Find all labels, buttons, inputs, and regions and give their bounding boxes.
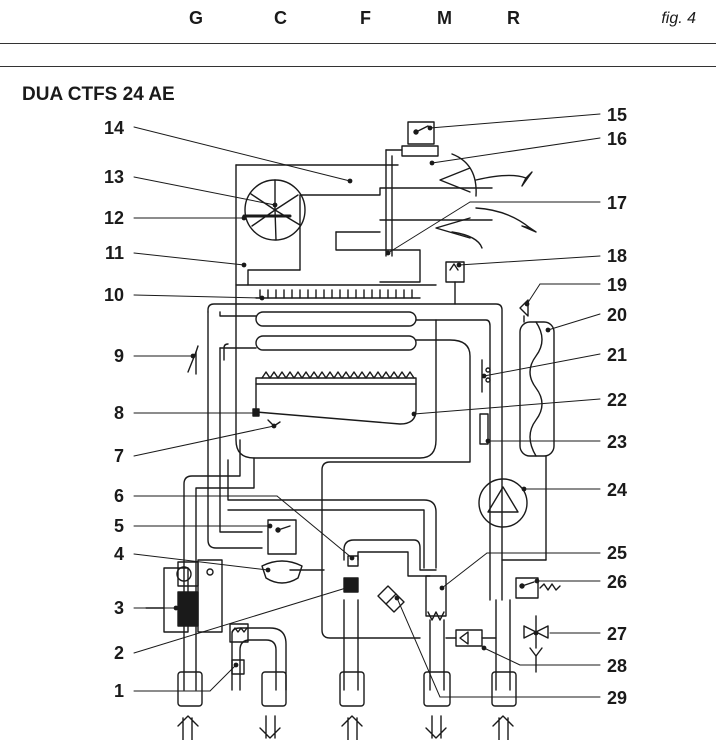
callout-22: 22 [607, 390, 628, 410]
callout-5: 5 [113, 516, 124, 536]
flue-thermostat [187, 345, 199, 375]
connection-label-g: G [189, 8, 204, 28]
figure-reference: fig. 4 [661, 10, 696, 27]
callout-6: 6 [113, 486, 124, 506]
leader-lines-right [387, 113, 601, 698]
callout-26: 26 [607, 572, 628, 592]
connection-label-m: M [437, 8, 452, 28]
flue-arrows [435, 153, 537, 249]
ntc-sensor [479, 413, 489, 445]
leader-lines-left [133, 126, 353, 692]
callout-11: 11 [104, 243, 124, 263]
callout-1: 1 [113, 681, 124, 701]
callout-24: 24 [607, 480, 628, 500]
callout-8: 8 [113, 403, 124, 423]
callout-dots [173, 125, 551, 668]
callout-14: 14 [103, 118, 124, 138]
callout-2: 2 [113, 643, 124, 663]
header-rule-bottom [0, 66, 716, 67]
callout-21: 21 [607, 345, 628, 365]
safety-valve [229, 623, 249, 675]
connection-label-f: F [360, 8, 371, 28]
callout-12: 12 [103, 208, 124, 228]
callout-19: 19 [607, 275, 628, 295]
check-valve [445, 629, 497, 647]
piping [183, 439, 511, 691]
callout-25: 25 [607, 543, 628, 563]
gas-valve [145, 559, 223, 633]
air-pressure-switch [385, 121, 439, 257]
filter [377, 585, 405, 613]
pressure-transducer [515, 577, 561, 599]
callout-7: 7 [113, 446, 124, 466]
callout-13: 13 [103, 167, 124, 187]
bypass-valve [425, 575, 447, 621]
model-title: DUA CTFS 24 AE [22, 84, 175, 105]
flow-switch [343, 555, 359, 593]
air-vent [519, 299, 529, 323]
main-burner [252, 371, 417, 427]
callout-29: 29 [607, 688, 628, 708]
diverter-valve [261, 519, 303, 584]
callout-18: 18 [607, 246, 628, 266]
callout-20: 20 [607, 305, 628, 325]
callout-10: 10 [103, 285, 124, 305]
connection-label-r: R [507, 8, 520, 28]
expansion-vessel [501, 321, 555, 561]
callout-4: 4 [113, 544, 124, 564]
callout-16: 16 [607, 129, 628, 149]
callout-17: 17 [607, 193, 628, 213]
callout-28: 28 [607, 656, 628, 676]
callout-27: 27 [607, 624, 628, 644]
combustion-chamber [235, 164, 493, 459]
limit-thermostat [481, 359, 491, 393]
connection-arrows [177, 715, 514, 740]
callout-3: 3 [113, 598, 124, 618]
callout-15: 15 [607, 105, 628, 125]
pump [478, 478, 528, 528]
pipe-stubs [177, 671, 517, 707]
fan [242, 179, 306, 241]
heat-exchanger [207, 303, 503, 639]
connection-label-c: C [274, 8, 287, 28]
drain-cock [523, 615, 549, 673]
callout-9: 9 [113, 346, 124, 366]
pressure-switch-18 [445, 261, 465, 305]
callout-23: 23 [607, 432, 628, 452]
burner-comb [255, 289, 421, 299]
header-rule-top [0, 43, 716, 44]
